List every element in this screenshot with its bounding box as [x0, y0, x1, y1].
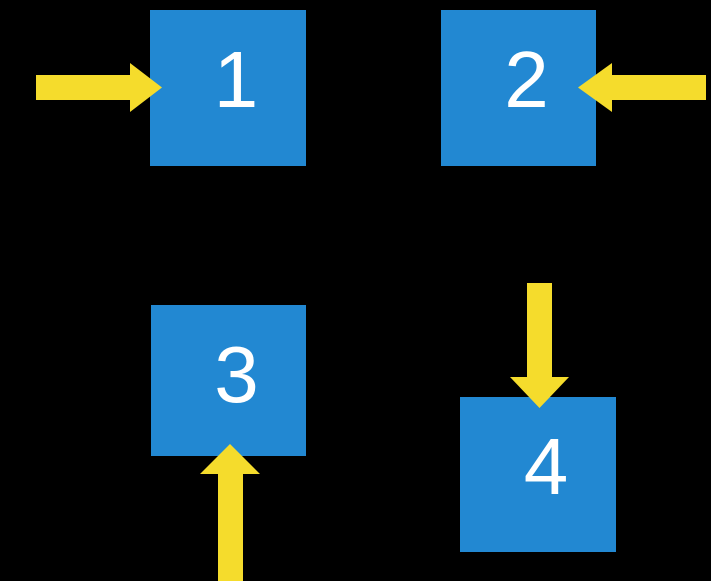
arrow-up-icon	[200, 444, 260, 581]
node-box-3[interactable]: 3	[151, 305, 306, 456]
arrow-right-icon	[36, 63, 162, 112]
node-box-1[interactable]: 1	[150, 10, 306, 166]
node-label-4: 4	[523, 422, 569, 511]
node-label-2: 2	[504, 35, 549, 124]
node-label-1: 1	[213, 35, 259, 124]
node-label-3: 3	[214, 330, 259, 419]
arrow-left-icon	[578, 63, 706, 112]
node-box-4[interactable]: 4	[460, 397, 616, 552]
node-box-2[interactable]: 2	[441, 10, 596, 166]
arrow-down-icon	[510, 283, 569, 408]
